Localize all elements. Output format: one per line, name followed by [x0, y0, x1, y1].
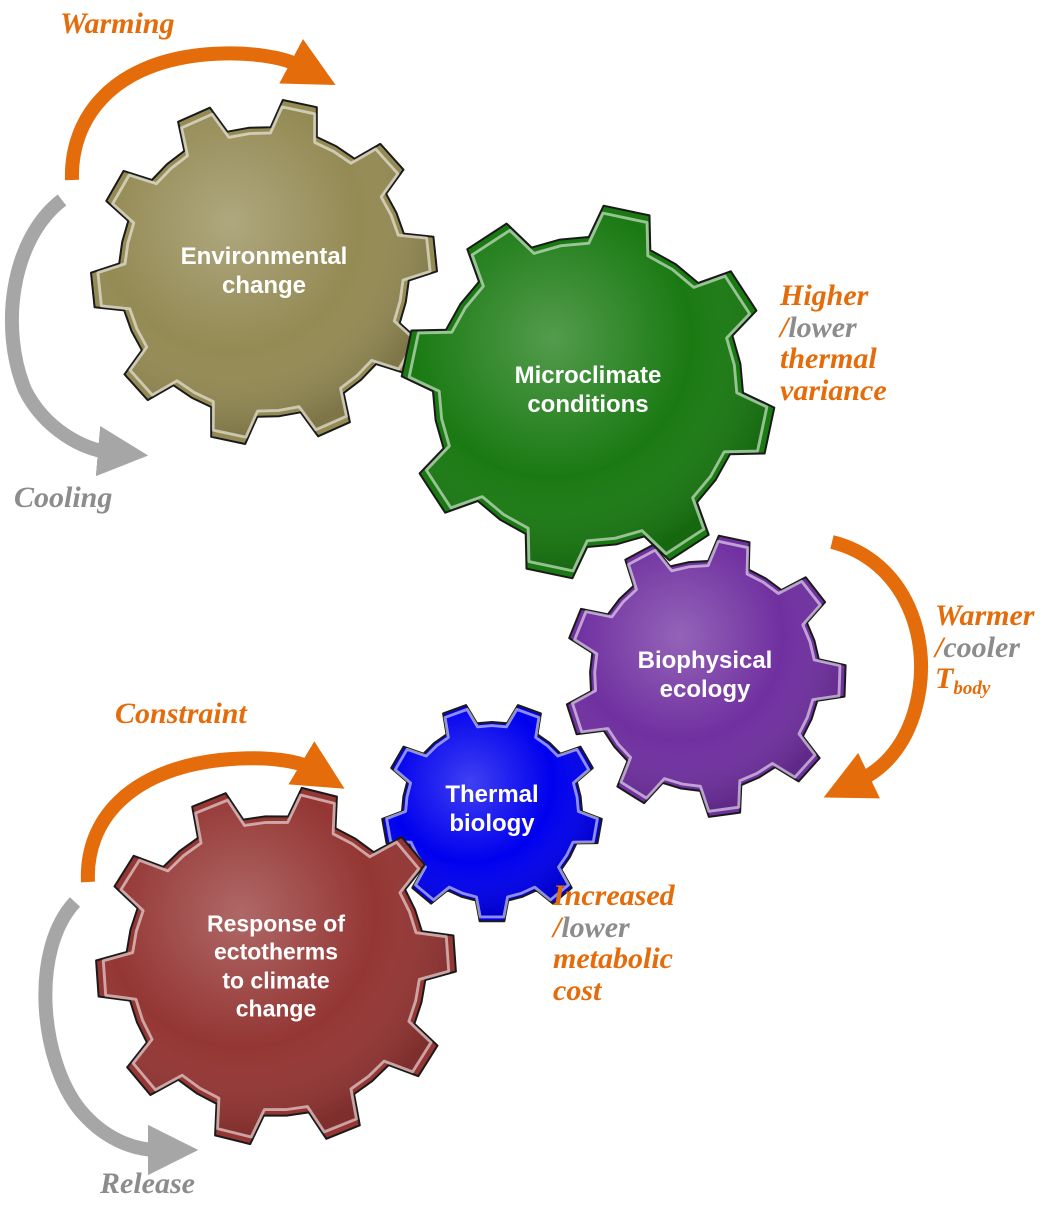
- tbody-line2: cooler: [943, 630, 1020, 664]
- environmental-label-line1: Environmental: [180, 243, 348, 271]
- variance-line4: variance: [780, 373, 887, 407]
- response-label-line2: ectotherms: [214, 938, 338, 965]
- biophysical-gear-highlight: [570, 539, 842, 813]
- tbody-subscript: body: [953, 678, 991, 699]
- microclimate-label-line2: conditions: [527, 391, 649, 418]
- thermal-variance-label: Higher /lower thermal variance: [780, 280, 887, 406]
- variance-line1: Higher: [780, 279, 869, 312]
- response-label: Response of ectotherms to climate change: [207, 909, 345, 1022]
- body-temperature-label: Warmer /cooler Tbody: [935, 600, 1034, 699]
- biophysical-label-line1: Biophysical: [637, 647, 773, 675]
- thermal-biology-label: Thermal biology: [445, 781, 538, 839]
- microclimate-gear-highlight: [407, 211, 769, 573]
- thermal-gear-highlight: [385, 707, 599, 919]
- warming-label: Warming: [60, 7, 175, 40]
- metabolic-separator: /: [553, 910, 562, 944]
- tbody-arrow: [823, 535, 929, 799]
- response-gear-highlight: [101, 793, 451, 1139]
- constraint-label: Constraint: [115, 697, 247, 730]
- environmental-change-label: Environmental change: [181, 243, 348, 301]
- biophysical-label-line2: ecology: [659, 676, 751, 703]
- variance-line2: lower: [788, 310, 857, 344]
- cooling-arrow: [4, 194, 149, 477]
- thermal-label-line1: Thermal: [445, 781, 539, 809]
- metabolic-line1: Increased: [553, 879, 675, 912]
- tbody-separator: /: [935, 630, 944, 664]
- release-arrow: [38, 897, 199, 1176]
- microclimate-conditions-label: Microclimate conditions: [515, 362, 662, 420]
- warming-arrow: [64, 39, 336, 181]
- release-label: Release: [100, 1167, 195, 1200]
- response-label-line1: Response of: [206, 910, 346, 937]
- metabolic-line2: lower: [561, 910, 630, 944]
- biophysical-ecology-label: Biophysical ecology: [638, 647, 773, 705]
- environmental-gear-highlight: [96, 105, 432, 439]
- tbody-line1: Warmer: [935, 599, 1035, 632]
- tbody-symbol: T: [935, 662, 954, 695]
- variance-line3: thermal: [780, 342, 877, 375]
- cooling-label: Cooling: [14, 481, 113, 514]
- response-label-line4: change: [235, 995, 317, 1022]
- variance-separator: /: [780, 310, 789, 344]
- microclimate-label-line1: Microclimate: [514, 362, 662, 390]
- metabolic-cost-label: Increased /lower metabolic cost: [553, 880, 675, 1006]
- environmental-label-line2: change: [221, 272, 307, 299]
- constraint-arrow: [80, 741, 345, 883]
- metabolic-line3: metabolic: [553, 942, 673, 975]
- thermal-label-line2: biology: [449, 810, 535, 837]
- response-label-line3: to climate: [222, 967, 330, 993]
- metabolic-line4: cost: [553, 973, 602, 1007]
